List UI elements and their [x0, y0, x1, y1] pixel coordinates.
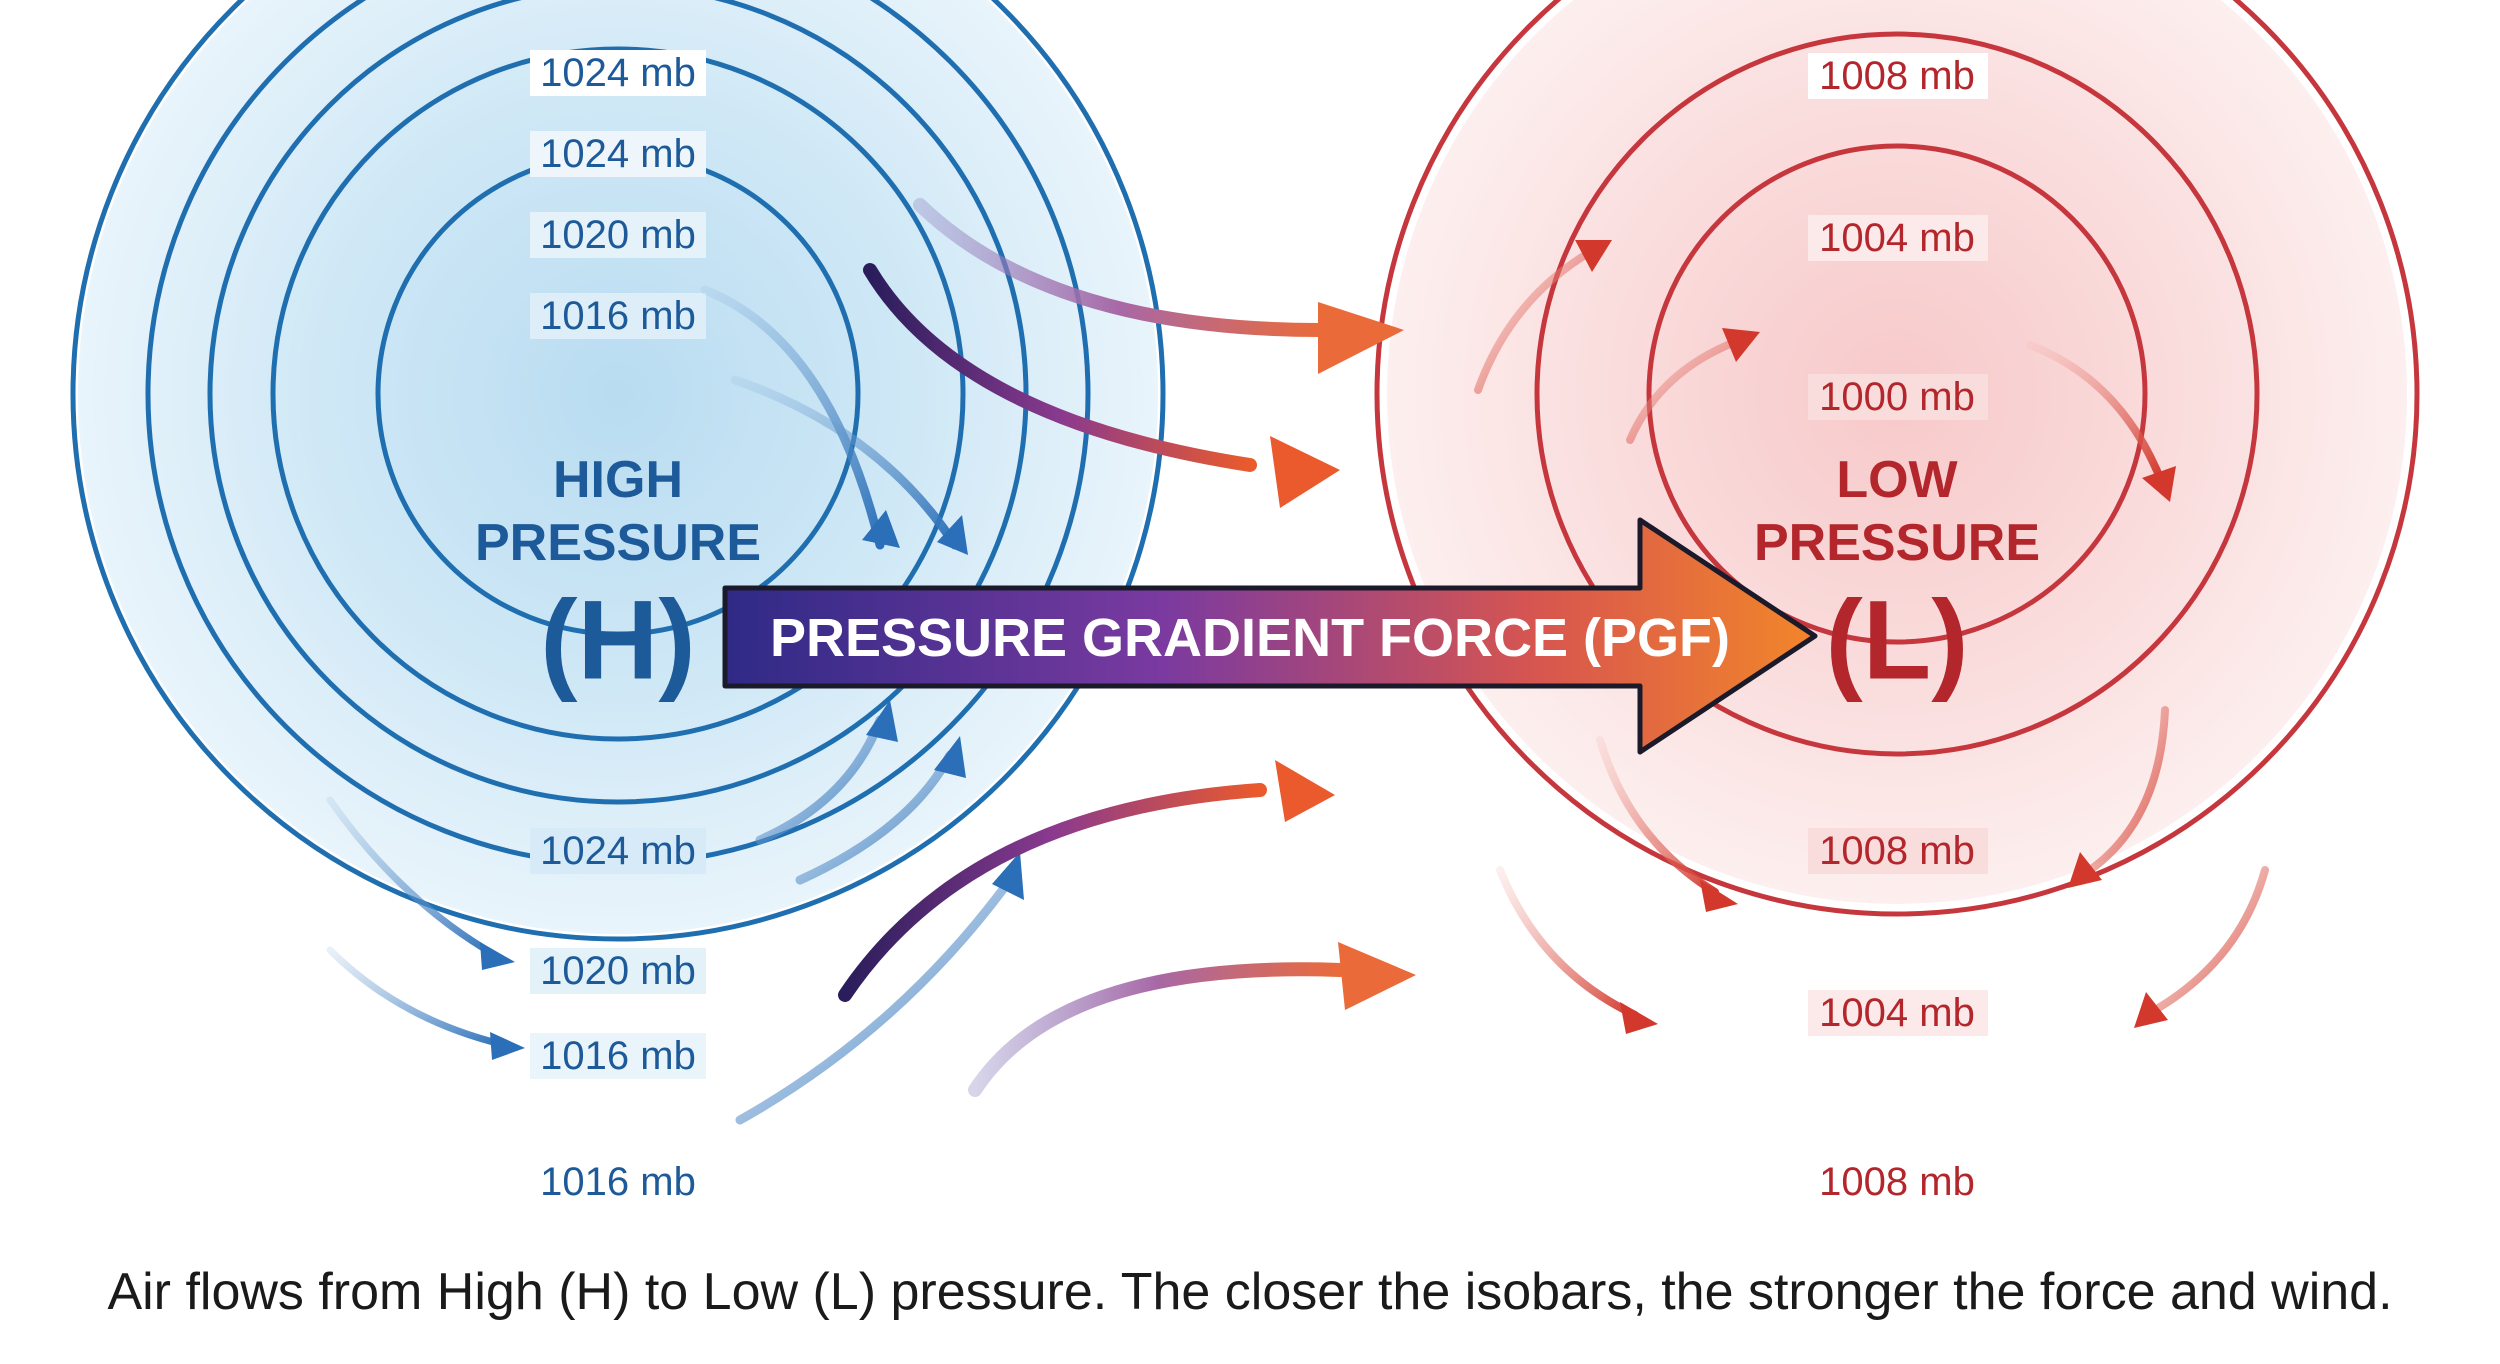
arrow-head — [2134, 992, 2168, 1028]
wind-arrow — [730, 375, 960, 550]
wind-arrow — [2086, 706, 2169, 874]
low-isobar-label: 1008 mb — [1819, 829, 1975, 873]
wind-arrow — [700, 285, 885, 550]
arrow-head — [2142, 466, 2176, 502]
high-isobar-ring — [270, 46, 966, 742]
wind-arrow — [326, 796, 499, 959]
diagram-caption: Air flows from High (H) to Low (L) press… — [107, 1263, 2393, 1321]
arrow-head — [1575, 240, 1612, 272]
high-symbol: (H) — [540, 578, 695, 703]
wind-arrow — [2026, 341, 2164, 482]
arrow-head — [862, 510, 900, 548]
pgf-arrow: PRESSURE GRADIENT FORCE (PGF) — [722, 517, 1818, 755]
low-isobar-label: 1000 mb — [1819, 375, 1975, 419]
arrow-head — [992, 852, 1024, 900]
wind-arrow — [1596, 736, 1719, 896]
high-isobar-label: 1016 mb — [540, 1160, 696, 1204]
arrow-head — [934, 736, 966, 778]
low-isobar-label: 1008 mb — [1819, 54, 1975, 98]
high-pressure-system: 1024 mb 1024 mb 1020 mb 1016 mb 1024 mb … — [70, 0, 1166, 1205]
flow-arrows — [838, 198, 1416, 1097]
arrow-head — [937, 515, 968, 555]
low-symbol: (L) — [1825, 578, 1968, 703]
arrow-head — [2068, 852, 2102, 888]
low-isobar-ring — [1374, 0, 2420, 917]
low-isobar-label: 1004 mb — [1819, 991, 1975, 1035]
high-title-line2: PRESSURE — [475, 514, 761, 572]
arrow-head — [1620, 1002, 1658, 1034]
low-title-line2: PRESSURE — [1754, 514, 2040, 572]
arrow-head — [1275, 760, 1335, 822]
low-isobar-ring — [1646, 143, 2148, 645]
wind-arrow — [2151, 866, 2269, 1014]
high-isobar-label: 1016 mb — [540, 294, 696, 338]
arrow-head — [1318, 302, 1404, 374]
wind-arrow — [1626, 336, 1744, 444]
wind-arrow — [735, 875, 1015, 1125]
low-isobar-label: 1008 mb — [1819, 1160, 1975, 1204]
low-inflow-arrows — [1474, 240, 2269, 1034]
high-isobar-label: 1024 mb — [540, 51, 696, 95]
low-title-line1: LOW — [1836, 451, 1958, 509]
wind-arrow — [1496, 866, 1639, 1019]
high-isobar-label: 1024 mb — [540, 829, 696, 873]
low-isobar-ring — [1534, 31, 2260, 757]
high-isobar-label: 1024 mb — [540, 132, 696, 176]
flow-arrow — [838, 783, 1267, 1002]
pgf-arrow-body — [722, 517, 1818, 755]
high-isobar-ring — [70, 0, 1166, 942]
high-isobar-label: 1020 mb — [540, 949, 696, 993]
low-isobar-label: 1004 mb — [1819, 216, 1975, 260]
high-isobar-label: 1016 mb — [540, 1034, 696, 1078]
arrow-head — [1722, 328, 1760, 362]
arrow-head — [1338, 942, 1416, 1010]
arrow-head — [1270, 436, 1340, 508]
flow-arrow — [863, 263, 1257, 472]
wind-arrow — [1474, 248, 1594, 394]
wind-arrow — [795, 750, 955, 885]
pgf-arrow-label: PRESSURE GRADIENT FORCE (PGF) — [770, 608, 1730, 668]
arrow-head — [1700, 880, 1738, 912]
wind-arrow — [326, 946, 509, 1049]
arrow-head — [866, 700, 898, 742]
arrow-head — [480, 942, 515, 970]
flow-arrow — [968, 962, 1347, 1097]
wind-arrow — [755, 715, 885, 845]
flow-arrow — [913, 198, 1327, 337]
high-title-line1: HIGH — [553, 451, 683, 509]
high-outflow-arrows — [326, 285, 1024, 1125]
high-isobar-label: 1020 mb — [540, 213, 696, 257]
arrow-head — [490, 1032, 525, 1060]
